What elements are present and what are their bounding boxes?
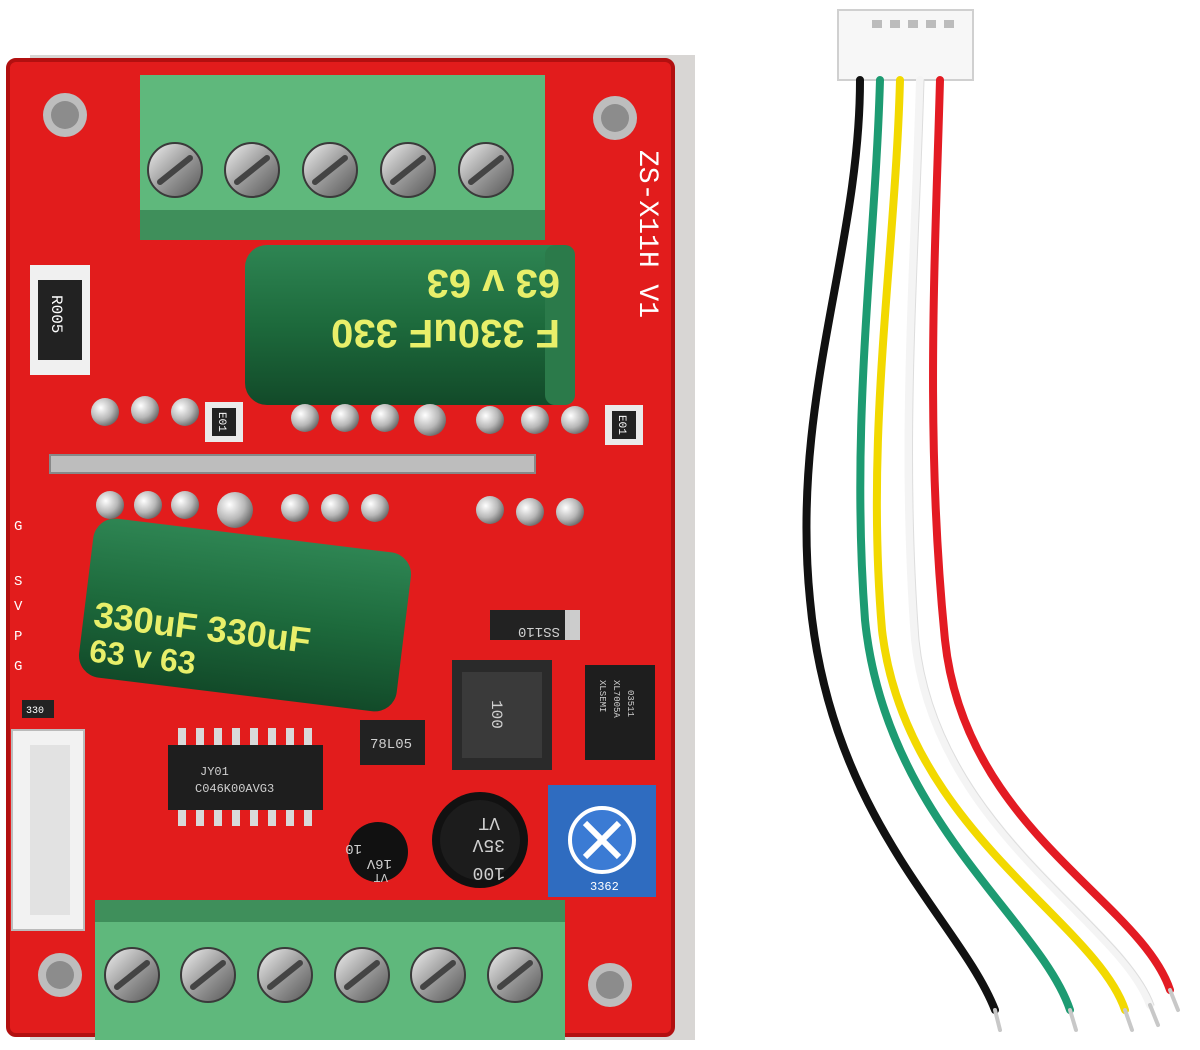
- svg-text:E01: E01: [215, 412, 227, 432]
- sop8-chip: XLSEMI XL7005A 03511: [585, 665, 655, 760]
- svg-text:SS110: SS110: [518, 623, 560, 639]
- terminal-block-bottom: [95, 900, 565, 1040]
- svg-text:100: 100: [487, 700, 505, 729]
- svg-text:3362: 3362: [590, 880, 619, 894]
- svg-text:35V: 35V: [472, 834, 505, 854]
- svg-text:78L05: 78L05: [370, 737, 412, 753]
- svg-text:F 330uF 330: F 330uF 330: [331, 311, 560, 355]
- regulator-78l05: 78L05: [360, 720, 425, 765]
- svg-text:E01: E01: [615, 415, 627, 435]
- heatsink-bar: [49, 454, 536, 474]
- board-model-label: ZS-X11H V1: [631, 150, 662, 318]
- svg-text:S: S: [14, 574, 22, 590]
- svg-text:16V: 16V: [366, 855, 392, 871]
- svg-text:P: P: [14, 629, 22, 645]
- svg-text:JY01: JY01: [200, 765, 229, 779]
- svg-text:10: 10: [345, 840, 362, 856]
- svg-text:VT: VT: [478, 812, 500, 832]
- capacitor-electrolytic-35v: VT 35V 100: [432, 792, 528, 888]
- svg-text:XLSEMI: XLSEMI: [597, 680, 607, 712]
- capacitor-small: 10 16V VT: [345, 822, 408, 884]
- svg-text:R005: R005: [47, 295, 65, 333]
- svg-text:63 v 63: 63 v 63: [427, 261, 560, 305]
- terminal-block-top: [140, 75, 545, 240]
- diode-ss110: SS110: [490, 610, 580, 640]
- potentiometer: 3362: [548, 785, 656, 897]
- svg-text:03511: 03511: [625, 690, 635, 717]
- pin-header-labels: G S V P G: [14, 519, 23, 675]
- svg-text:G: G: [14, 519, 22, 535]
- solder-joints: [91, 396, 589, 528]
- inductor: 100: [452, 660, 552, 770]
- capacitor-left: 330uF 330uF 63 v 63: [78, 518, 412, 712]
- svg-text:G: G: [14, 659, 22, 675]
- fuses: E01 E01: [205, 402, 643, 445]
- shunt-resistor: R005: [30, 265, 90, 375]
- svg-text:100: 100: [473, 862, 505, 882]
- jst-connector: [11, 729, 85, 931]
- svg-text:XL7005A: XL7005A: [611, 680, 621, 718]
- smd-resistor: 330: [22, 700, 54, 718]
- svg-text:V: V: [14, 599, 23, 615]
- capacitor-top: 63 v 63 F 330uF 330: [245, 245, 575, 405]
- mounting-holes: [38, 93, 637, 1007]
- svg-text:C046K00AVG3: C046K00AVG3: [195, 782, 274, 796]
- svg-text:330: 330: [26, 706, 44, 717]
- driver-ic: JY01 C046K00AVG3: [168, 728, 323, 826]
- wire-harness: [802, 9, 1180, 1032]
- svg-text:VT: VT: [374, 870, 388, 884]
